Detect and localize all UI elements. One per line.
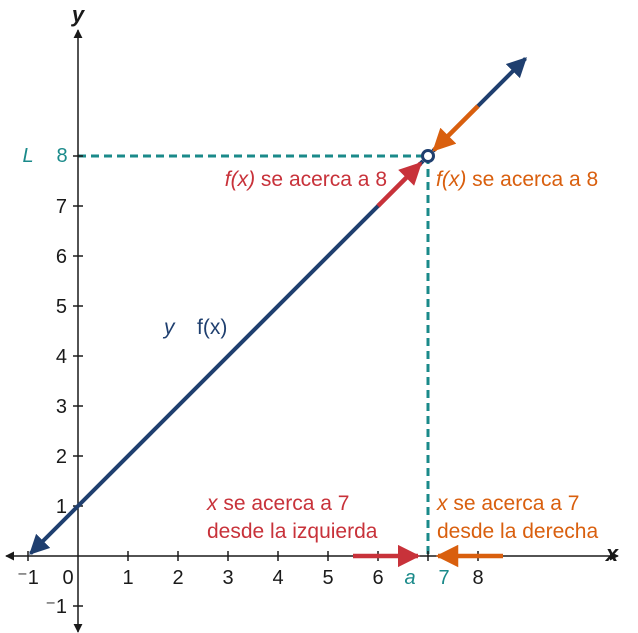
x-axis-title: x — [605, 541, 619, 566]
y-tick-label: 2 — [56, 446, 67, 468]
x-tick-label: ⁻1 — [17, 567, 39, 589]
annotation-left-x-line1: x se acerca a 7 — [206, 492, 349, 515]
x-tick-label: 3 — [222, 567, 233, 589]
limit-L-value: 8 — [56, 145, 67, 167]
annotation-left-x-var: x — [206, 492, 219, 515]
annotation-right-fx: f(x) se acerca a 8 — [436, 168, 598, 191]
annotation-left-x-line2: desde la izquierda — [207, 520, 378, 543]
y-tick-label: 4 — [56, 346, 67, 368]
curve-right-approach-arrow — [432, 104, 480, 152]
annotation-right-fx-text: se acerca a 8 — [466, 168, 598, 191]
x-tick-label: 5 — [322, 567, 333, 589]
y-tick-label: 5 — [56, 296, 67, 318]
approach-arrows — [353, 104, 503, 568]
curve-left-segment — [29, 159, 425, 555]
x-tick-label: 0 — [62, 567, 73, 589]
curve-label-y: y — [162, 316, 176, 339]
x-tick-label: 2 — [172, 567, 183, 589]
x-tick-label: 8 — [472, 567, 483, 589]
y-axis-title: y — [71, 2, 86, 27]
annotation-right-x-text: se acerca a 7 — [448, 492, 580, 515]
limit-a-value: 7 — [438, 567, 449, 589]
y-tick-label: 6 — [56, 246, 67, 268]
annotation-right-x-line2: desde la derecha — [437, 520, 598, 543]
annotation-left-x-text: se acerca a 7 — [218, 492, 350, 515]
curve-label-fx: f(x) — [197, 316, 227, 339]
open-point — [421, 149, 435, 163]
annotation-left-fx-text: se acerca a 8 — [255, 168, 387, 191]
limit-a-symbol: a — [404, 567, 415, 589]
x-tick-label: 4 — [272, 567, 283, 589]
annotation-right-fx-func: f(x) — [436, 168, 466, 191]
curve-left-approach-arrow — [376, 161, 423, 208]
ticks: ⁻1 0 1 2 3 4 5 6 8 ⁻1 1 2 3 4 5 6 7 — [17, 155, 484, 618]
axes — [5, 29, 619, 633]
annotation-right-x-line1: x se acerca a 7 — [436, 492, 579, 515]
annotation-right-x-var: x — [436, 492, 449, 515]
annotation-left-fx-func: f(x) — [225, 168, 255, 191]
curve-label: y f(x) — [162, 316, 227, 339]
guide-lines — [78, 154, 430, 556]
y-tick-label: 1 — [56, 496, 67, 518]
y-tick-label: 7 — [56, 196, 67, 218]
y-tick-label: ⁻1 — [45, 596, 67, 618]
x-tick-label: 1 — [122, 567, 133, 589]
annotation-left-fx: f(x) se acerca a 8 — [225, 168, 387, 191]
y-tick-label: 3 — [56, 396, 67, 418]
x-tick-label: 6 — [372, 567, 383, 589]
limit-L-symbol: L — [22, 145, 33, 167]
